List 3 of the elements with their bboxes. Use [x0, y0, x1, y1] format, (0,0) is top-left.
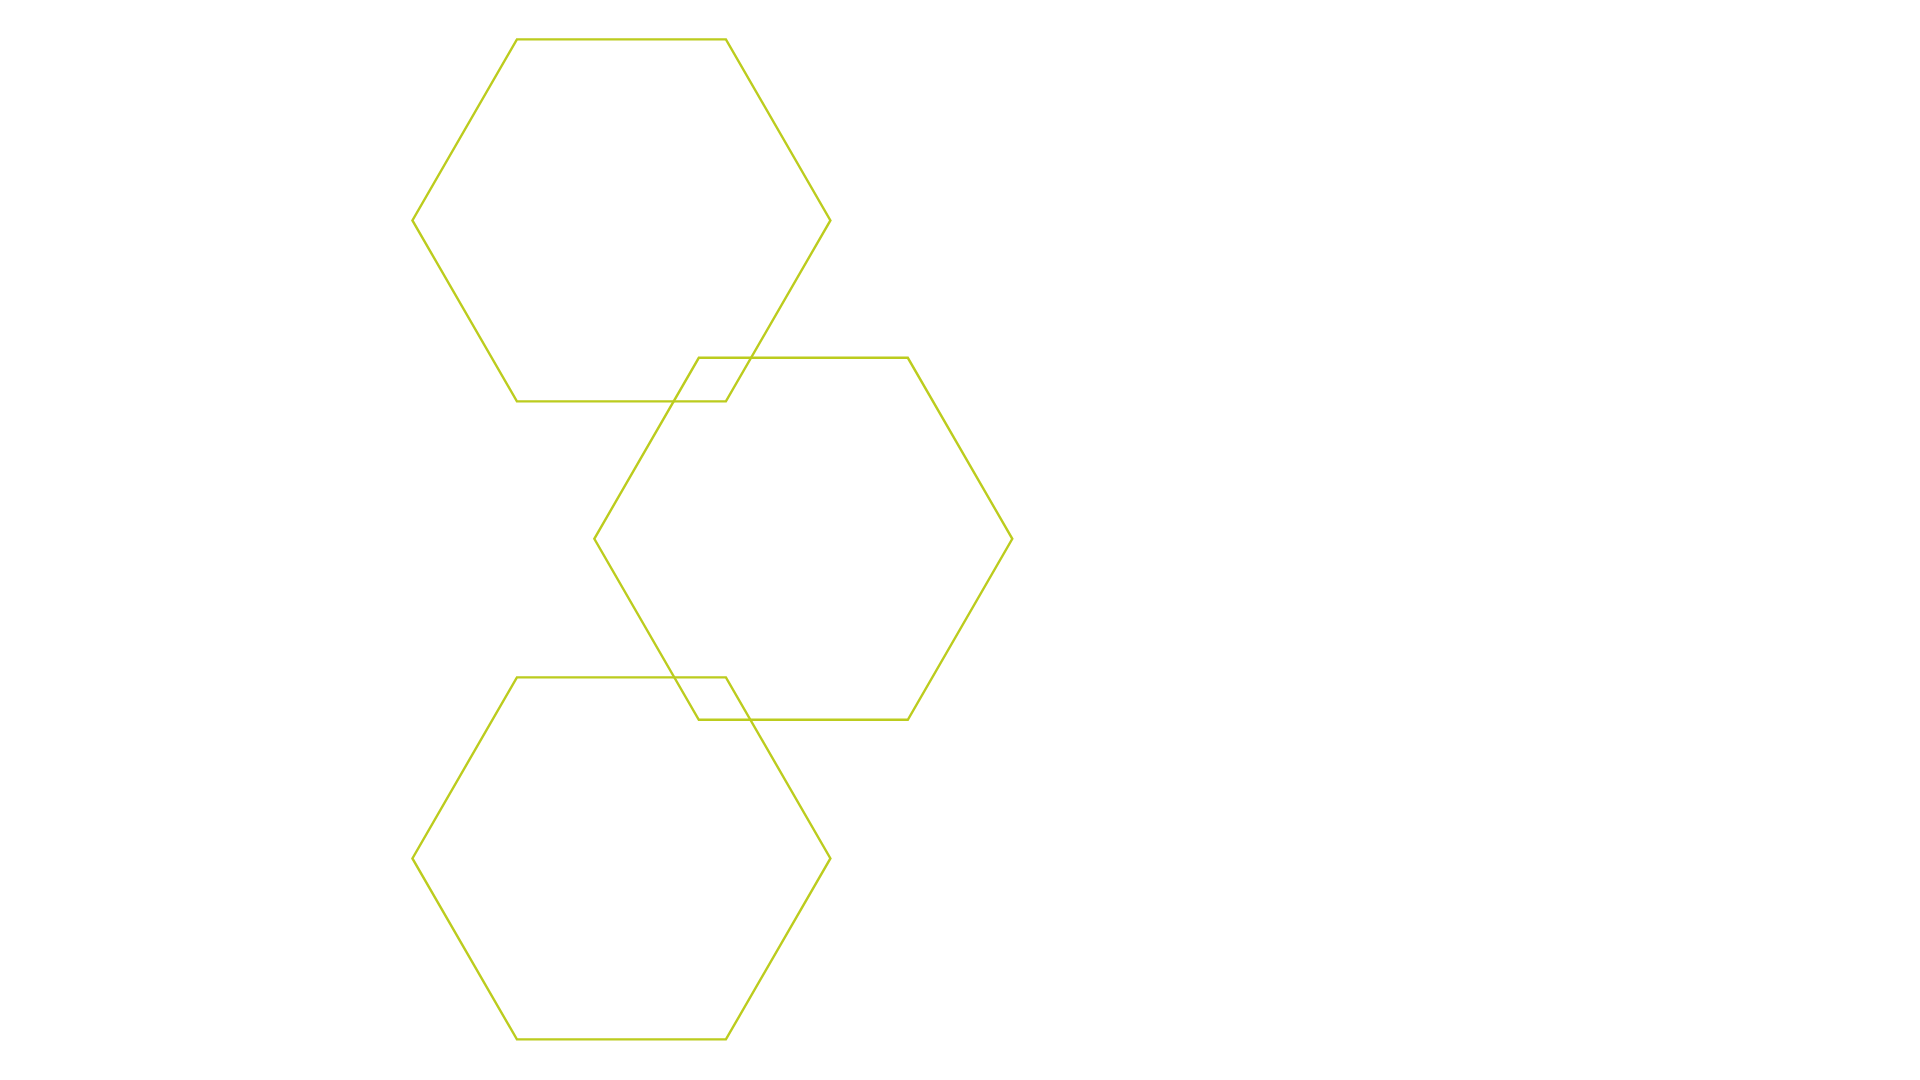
- hexagon-outline: [592, 356, 1014, 721]
- hexagon-outline: [411, 676, 832, 1041]
- hexagon-outline: [411, 38, 832, 403]
